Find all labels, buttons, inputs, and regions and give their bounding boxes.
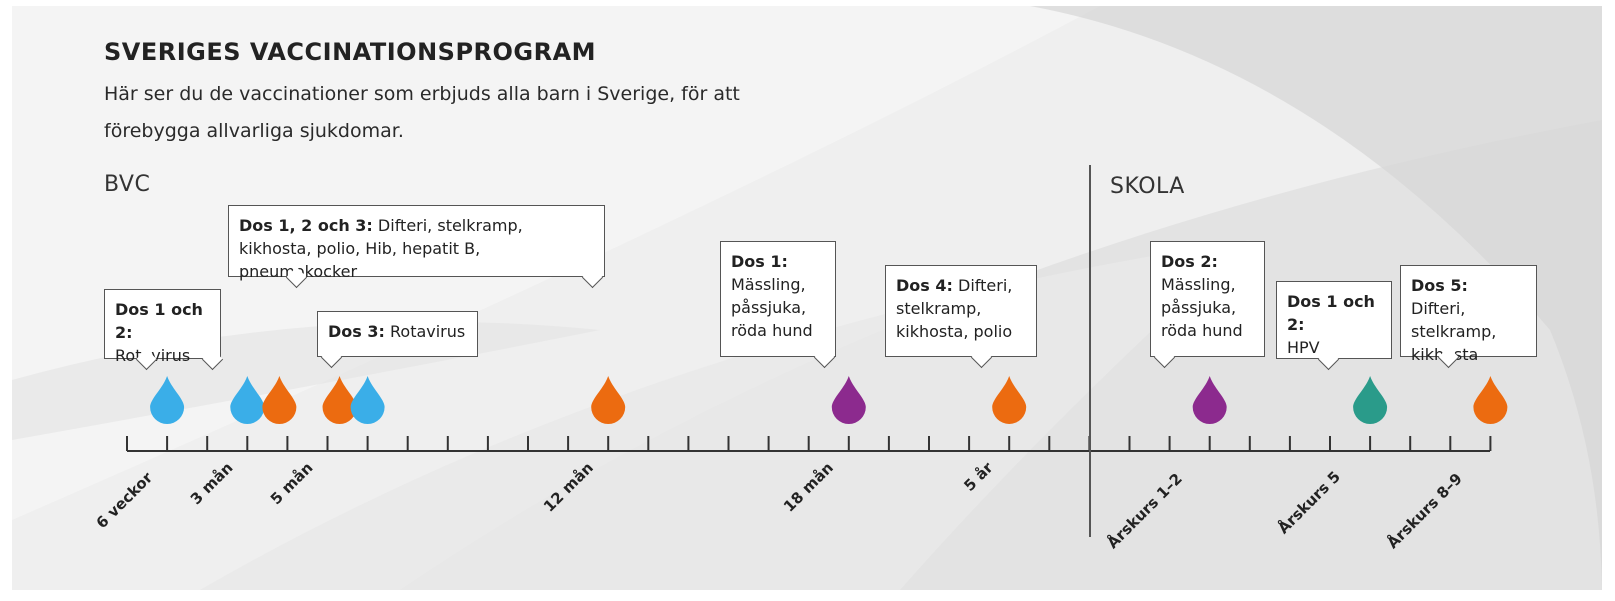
callout-hpv-dose-1-2: Dos 1 och 2:HPV	[1276, 281, 1392, 359]
callout-rotavirus-dose-1-2: Dos 1 och 2:Rotavirus	[104, 289, 224, 371]
callout-rotavirus-dose-3: Dos 3: Rotavirus	[317, 311, 478, 357]
callout-dtp-dose-4: Dos 4: Difteri, stelkramp, kikhosta, pol…	[885, 265, 1037, 357]
hpv-drop-icon	[1353, 376, 1388, 424]
section-label-skola: SKOLA	[1110, 174, 1185, 199]
difteri-stelkramp-drop-icon	[262, 376, 297, 424]
page-title: SVERIGES VACCINATIONSPROGRAM	[104, 38, 597, 66]
difteri-stelkramp-drop-icon	[992, 376, 1027, 424]
mpr-drop-icon	[831, 376, 866, 424]
difteri-stelkramp-drop-icon	[1473, 376, 1508, 424]
difteri-stelkramp-drop-icon	[322, 376, 357, 424]
callout-dtp-dose-1-2-3: Dos 1, 2 och 3: Difteri, stelkramp, kikh…	[228, 205, 605, 289]
rotavirus-drop-icon	[350, 376, 385, 424]
callout-dtp-dose-5: Dos 5: Difteri, stelkramp, kikhosta	[1400, 265, 1537, 364]
callout-mpr-dose-1: Dos 1:Mässling, påssjuka, röda hund	[720, 241, 836, 357]
difteri-stelkramp-drop-icon	[591, 376, 626, 424]
rotavirus-drop-icon	[230, 376, 265, 424]
section-label-bvc: BVC	[104, 172, 151, 197]
rotavirus-drop-icon	[150, 376, 185, 424]
mpr-drop-icon	[1192, 376, 1227, 424]
timeline-ticks	[126, 436, 1492, 451]
vaccine-drops	[150, 376, 1508, 424]
callout-mpr-dose-2: Dos 2:Mässling, påssjuka, röda hund	[1150, 241, 1265, 357]
page-subtitle: Här ser du de vaccinationer som erbjuds …	[104, 83, 740, 142]
